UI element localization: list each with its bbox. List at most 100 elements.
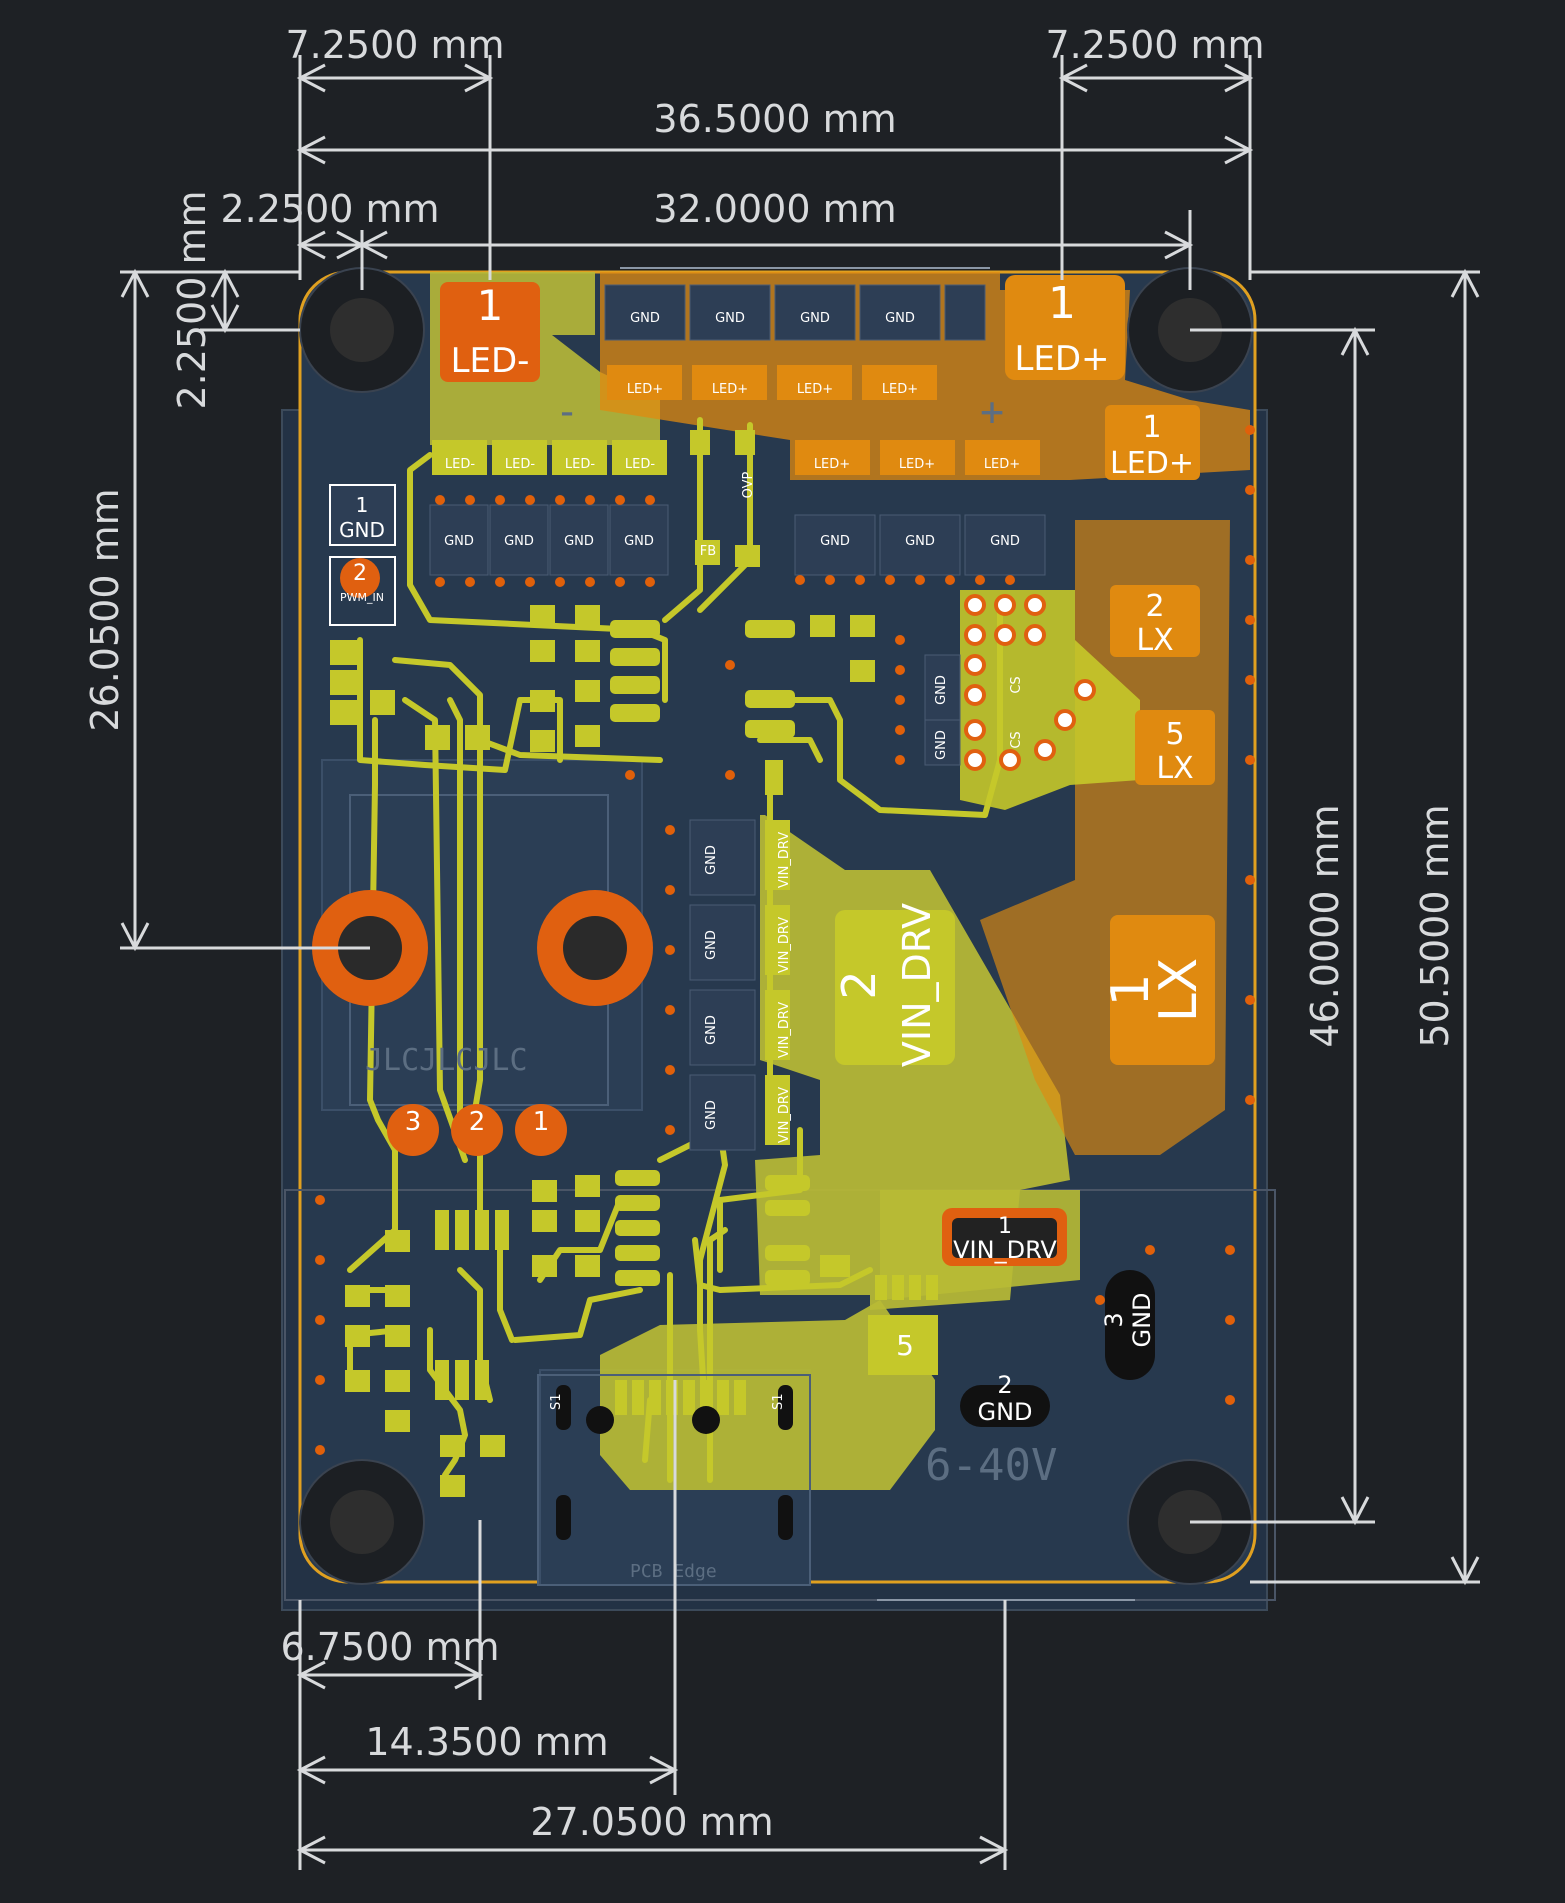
gnd-row-2: GND GND GND GND GND GND GND [429, 504, 1046, 576]
gnd-label-1: GND [630, 311, 660, 326]
dimension-lines [120, 55, 1480, 1870]
led-plus-label-1: LED+ [627, 382, 663, 397]
led-plus-label-4: LED+ [882, 382, 918, 397]
gnd-3-label: GND [1128, 1292, 1156, 1347]
gnd-label-7: GND [564, 534, 594, 549]
three-pin-connector: 3 2 1 [387, 1104, 567, 1156]
pin-3-label: 3 [405, 1107, 422, 1137]
silkscreen: - + JLCJLCJLC 6-40V PCB Edge [365, 389, 1057, 1582]
dim-right-50500: 50.5000 mm [1413, 804, 1457, 1047]
dim-bottom-14350: 14.3500 mm [365, 1720, 608, 1764]
led-minus-label-1: LED- [445, 457, 475, 472]
s1-label-2: S1 [771, 1393, 786, 1410]
vias [315, 425, 1255, 1455]
dim-left-2250-v: 2.2500 mm [170, 190, 214, 409]
gnd-2-num: 2 [997, 1371, 1012, 1399]
lx-1-num: 1 [1101, 973, 1161, 1006]
mount-hole-tl [299, 267, 425, 393]
lx-2-net: LX [1136, 623, 1173, 658]
dim-left-2250-h: 2.2500 mm [220, 187, 439, 231]
top-gnd-pads: GND GND GND GND [604, 284, 986, 341]
pwm-in-net: PWM_IN [340, 591, 384, 604]
cs-label-2: CS [1009, 731, 1024, 748]
dim-width-32000: 32.0000 mm [653, 187, 896, 231]
dimension-arrows [120, 63, 1480, 1865]
gnd-label-12: GND [704, 845, 719, 875]
led-plus-pad-num: 1 [1048, 278, 1076, 329]
led-plus-label-5: LED+ [814, 457, 850, 472]
fb-label: FB [700, 544, 716, 559]
vin-drv-label-4: VIN_DRV [777, 1087, 792, 1143]
gnd-tl-net: GND [339, 518, 385, 542]
gnd-label-2: GND [715, 311, 745, 326]
dim-bottom-27050: 27.0500 mm [530, 1800, 773, 1844]
gnd-label-17: GND [934, 730, 949, 760]
led-plus-side-net: LED+ [1110, 446, 1194, 481]
dim-top-left-7250: 7.2500 mm [285, 23, 504, 67]
gnd-label-6: GND [504, 534, 534, 549]
mount-hole-bl [299, 1459, 425, 1585]
gnd-label-8: GND [624, 534, 654, 549]
small-components [330, 430, 875, 1497]
vin-drv-2-net: VIN_DRV [895, 903, 939, 1067]
middle-gnd-pads: GND GND GND GND VIN_DRV VIN_DRV VIN_DRV … [689, 471, 1024, 1151]
led-minus-label-2: LED- [505, 457, 535, 472]
led-minus-small-pads: LED- LED- LED- LED- [432, 440, 667, 475]
lx-5-num: 5 [1165, 717, 1184, 752]
pad-5-num: 5 [896, 1329, 914, 1362]
ic-chips [435, 620, 938, 1415]
gnd-3-num: 3 [1100, 1312, 1128, 1327]
cs-through-holes [964, 594, 1096, 771]
silk-voltage: 6-40V [925, 1440, 1057, 1491]
vin-drv-2-num: 2 [832, 970, 886, 999]
dim-right-46000: 46.0000 mm [1303, 804, 1347, 1047]
pin-2-label: 2 [469, 1107, 486, 1137]
gnd-tl-num: 1 [356, 493, 369, 517]
silk-jlc: JLCJLCJLC [365, 1043, 528, 1078]
lx-2-num: 2 [1145, 589, 1164, 624]
dim-left-26050: 26.0500 mm [83, 488, 127, 731]
lower-zone [600, 1300, 935, 1490]
gnd-label-13: GND [704, 930, 719, 960]
vin-drv-label-1: VIN_DRV [777, 832, 792, 888]
gnd-label-16: GND [934, 675, 949, 705]
gnd-label-3: GND [800, 311, 830, 326]
gnd-label-4: GND [885, 311, 915, 326]
vin-drv-1-num: 1 [998, 1214, 1012, 1239]
gnd-label-14: GND [704, 1015, 719, 1045]
led-minus-pad-num: 1 [477, 281, 504, 330]
led-minus-label-4: LED- [625, 457, 655, 472]
ovp-label: OVP [741, 471, 756, 498]
vin-drv-label-3: VIN_DRV [777, 1002, 792, 1058]
gnd-label-9: GND [820, 534, 850, 549]
lx-1-net: LX [1149, 958, 1209, 1023]
silk-minus: - [555, 389, 579, 435]
gnd-oval-pads: GND 3 2 GND [960, 1270, 1156, 1427]
led-plus-small-pads: LED+ LED+ LED+ LED+ LED+ LED+ LED+ [607, 365, 1040, 475]
cs-label-1: CS [1009, 676, 1024, 693]
led-minus-pad-net: LED- [451, 341, 530, 381]
dim-bottom-6750: 6.7500 mm [280, 1625, 499, 1669]
gnd-label-5: GND [444, 534, 474, 549]
big-pads: 1 LED- 1 LED+ 1 LED+ 2 LX 5 LX 1 LX 2 VI… [329, 275, 1215, 1375]
silk-pcb-edge: PCB Edge [630, 1561, 717, 1582]
vin-drv-label-2: VIN_DRV [777, 917, 792, 973]
led-minus-label-3: LED- [565, 457, 595, 472]
gnd-2-label: GND [977, 1398, 1032, 1426]
dimension-labels: 7.2500 mm 7.2500 mm 36.5000 mm 32.0000 m… [83, 23, 1457, 1844]
led-plus-label-3: LED+ [797, 382, 833, 397]
gnd-label-10: GND [905, 534, 935, 549]
vin-drv-1-net: VIN_DRV [953, 1236, 1057, 1264]
silk-plus: + [980, 389, 1004, 435]
pin-1-label: 1 [533, 1107, 550, 1137]
pwm-in-num: 2 [353, 561, 367, 586]
led-plus-pad-net: LED+ [1014, 339, 1109, 379]
dim-top-right-7250: 7.2500 mm [1045, 23, 1264, 67]
led-plus-label-2: LED+ [712, 382, 748, 397]
s1-label-1: S1 [549, 1393, 564, 1410]
lx-5-net: LX [1156, 751, 1193, 786]
led-plus-side-num: 1 [1142, 410, 1161, 445]
gnd-label-11: GND [990, 534, 1020, 549]
led-plus-label-6: LED+ [899, 457, 935, 472]
